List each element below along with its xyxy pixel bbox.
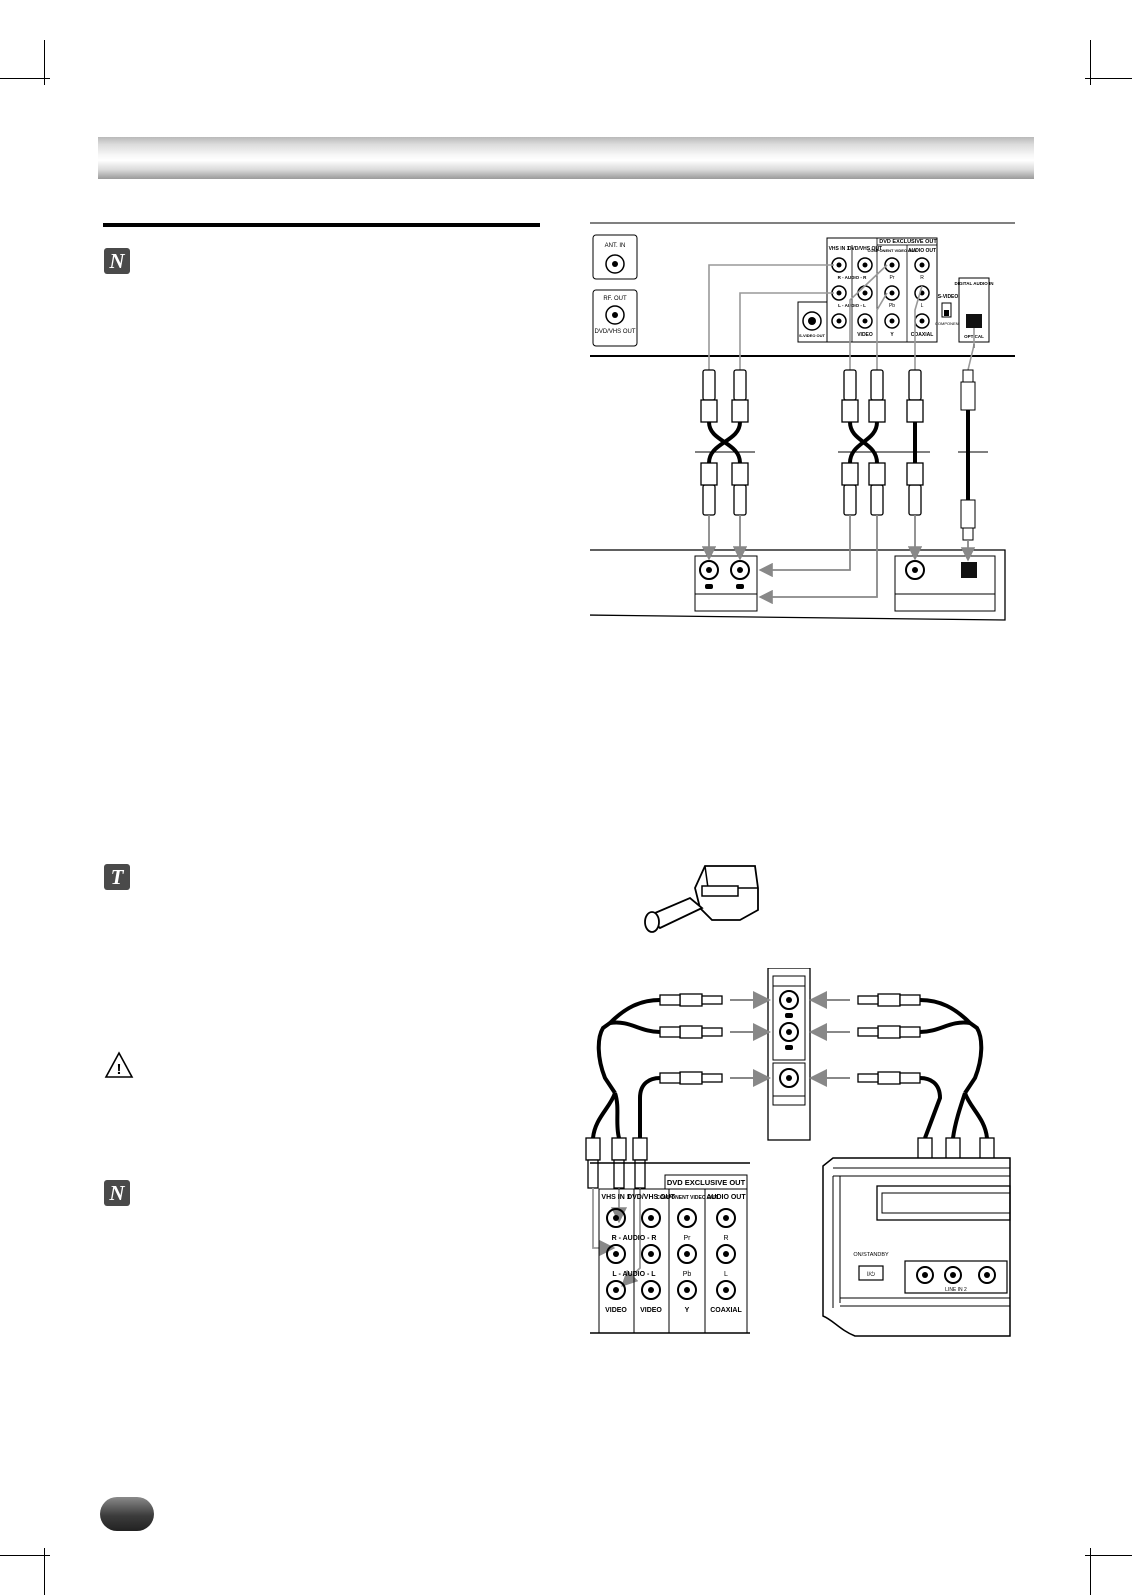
connector-illustration — [644, 865, 759, 933]
dvd-exclusive-out-label-bottom: DVD EXCLUSIVE OUT — [667, 1178, 746, 1187]
s-video-switch-label: S-VIDEO — [938, 294, 959, 300]
r-audio-r-label-bottom: R - AUDIO - R — [612, 1235, 657, 1242]
r-label-bottom: R — [723, 1235, 728, 1242]
dvd-vhs-out-label: DVD/VHS OUT — [848, 246, 882, 252]
l-label: L — [921, 303, 924, 309]
video-label: VIDEO — [857, 332, 873, 338]
note-icon: N — [104, 1180, 130, 1206]
component-switch-label: COMPONENT — [935, 321, 962, 326]
dvd-vhs-out-label-bottom: DVD/VHS OUT — [627, 1194, 676, 1201]
crop-mark — [44, 40, 45, 85]
vhs-in1-label-bottom: VHS IN 1 — [601, 1194, 630, 1201]
l-label-bottom: L — [724, 1271, 728, 1278]
crop-mark — [1090, 1548, 1091, 1595]
crop-mark — [0, 78, 50, 79]
dvd-exclusive-out-label: DVD EXCLUSIVE OUT — [879, 239, 937, 245]
l-audio-l-label-bottom: L - AUDIO - L — [612, 1271, 656, 1278]
connection-diagram-audio: ANT. IN RF. OUT DVD/VHS OUT DVD EXCLUSIV… — [590, 222, 1015, 621]
section-rule — [103, 223, 540, 227]
crop-mark — [0, 1555, 50, 1556]
tip-icon: T — [104, 864, 130, 890]
coaxial-label: COAXIAL — [911, 332, 934, 338]
l-audio-l-label: L - AUDIO - L — [838, 303, 866, 308]
crop-mark — [1085, 1555, 1132, 1556]
ant-in-label: ANT. IN — [605, 243, 626, 249]
r-audio-r-label: R - AUDIO - R — [838, 275, 868, 280]
component-video-out-label: COMPONENT VIDEO OUT — [867, 248, 917, 253]
pr-label: Pr — [890, 275, 895, 281]
connection-diagram-av: DVD EXCLUSIVE OUT VHS IN 1 DVD/VHS OUT C… — [585, 968, 1011, 1337]
video-label-bottom-1: VIDEO — [605, 1307, 627, 1314]
audio-out-label: AUDIO OUT — [908, 248, 936, 254]
y-label: Y — [890, 332, 894, 338]
crop-mark — [1090, 40, 1091, 85]
line-in-2-label: LINE IN 2 — [945, 1287, 967, 1293]
pb-label: Pb — [889, 303, 895, 309]
rf-out-label: RF. OUT — [603, 296, 627, 302]
power-button-glyph: I/⏻ — [867, 1271, 875, 1278]
digital-audio-in-label: DIGITAL AUDIO IN — [955, 281, 994, 286]
vhs-in1-label: VHS IN 1 — [829, 246, 850, 252]
r-label: R — [920, 275, 924, 281]
section-header-bar — [98, 137, 1034, 179]
warning-triangle-icon: ! — [104, 1051, 134, 1078]
note-icon: N — [104, 248, 130, 274]
crop-mark — [44, 1548, 45, 1595]
pb-label-bottom: Pb — [683, 1271, 692, 1278]
dvd-vhs-out-rf-label: DVD/VHS OUT — [594, 329, 635, 335]
coaxial-label-bottom: COAXIAL — [710, 1307, 742, 1314]
page-number-tab — [100, 1497, 154, 1531]
y-label-bottom: Y — [685, 1307, 690, 1314]
audio-out-label-bottom: AUDIO OUT — [706, 1194, 746, 1201]
pr-label-bottom: Pr — [684, 1235, 692, 1242]
svg-text:!: ! — [117, 1061, 122, 1078]
crop-mark — [1085, 78, 1132, 79]
s-video-out-label: S-VIDEO OUT — [799, 333, 826, 338]
video-label-bottom-2: VIDEO — [640, 1307, 662, 1314]
component-video-out-label-bottom: COMPONENT VIDEO OUT — [656, 1195, 717, 1201]
on-standby-label: ON/STANDBY — [853, 1252, 889, 1258]
